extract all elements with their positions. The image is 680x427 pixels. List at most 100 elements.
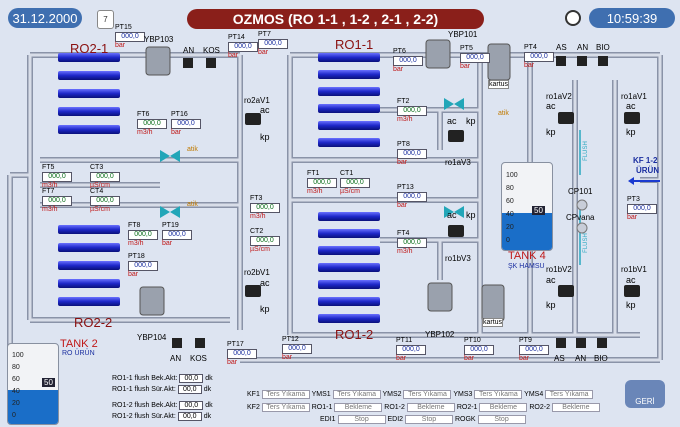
status-edi1[interactable]: Stop: [337, 415, 386, 424]
group-label-ro2-1: RO2-1: [70, 41, 109, 56]
cpvana-label: CPvana: [566, 213, 595, 222]
valve-kp-ro1bv2: kp: [546, 300, 556, 310]
motor-an-bottom[interactable]: [172, 338, 182, 348]
status-yms1[interactable]: Ters Yıkama: [332, 390, 381, 399]
status-yms2[interactable]: Ters Yıkama: [403, 390, 452, 399]
filter-kartus-bottom: [481, 284, 505, 322]
filter-kartus-top: [487, 43, 511, 81]
motor-an-right-top[interactable]: [577, 56, 587, 66]
pump-ybp102: [427, 282, 453, 312]
status-yms3[interactable]: Ters Yıkama: [474, 390, 523, 399]
valve-ro1bv1[interactable]: [624, 285, 640, 297]
motor-an-top[interactable]: [183, 58, 193, 68]
flush-value-4[interactable]: 00,0: [177, 412, 202, 421]
motor-label-kos-bottom: KOS: [190, 354, 207, 363]
motor-bio-bottom[interactable]: [597, 338, 607, 348]
status-ro1-2[interactable]: Bekleme: [406, 403, 455, 412]
valve-label-ro1av2: ro1aV2: [546, 92, 572, 101]
flush-label-bottom: FLUSH: [582, 233, 589, 253]
status-ro1-1[interactable]: Bekleme: [334, 403, 383, 412]
atik-label-2: atik: [187, 201, 198, 208]
back-button[interactable]: GERİ: [625, 380, 665, 408]
membrane-bank-ro1-2: [318, 212, 380, 323]
flush-value-3[interactable]: 00,0: [179, 401, 204, 410]
flush-value-1[interactable]: 00,0: [179, 374, 204, 383]
clock-icon[interactable]: [565, 10, 581, 26]
valve-ro1bv3[interactable]: [448, 225, 464, 237]
motor-bio-top[interactable]: [598, 56, 608, 66]
calendar-icon[interactable]: 7: [97, 10, 114, 29]
valve-ro1bv2[interactable]: [558, 285, 574, 297]
valve-ac-ro1av3: ac: [447, 116, 457, 126]
status-yms4[interactable]: Ters Yıkama: [545, 390, 594, 399]
membrane-bank-ro1-1: [318, 53, 380, 147]
valve-kp-ro1av2: kp: [546, 127, 556, 137]
valve-kp-ro1av1: kp: [626, 127, 636, 137]
valve-ro1av3[interactable]: [448, 130, 464, 142]
valve-ro1av1[interactable]: [624, 112, 640, 124]
valve-label-ro1bv2: ro1bV2: [546, 265, 572, 274]
flush-row-3: RO1-2 flush Bek.Akt: 00,0 dk: [112, 401, 213, 410]
valve-ac-ro1bv3: ac: [447, 210, 457, 220]
valve-kp-ro2av1: kp: [260, 132, 270, 142]
valve-ro1av2[interactable]: [558, 112, 574, 124]
date-display: 31.12.2000: [8, 8, 82, 28]
tank-4-water: [502, 213, 552, 250]
motor-an-right-bottom[interactable]: [576, 338, 586, 348]
page-title: OZMOS (RO 1-1 , 1-2 , 2-1 , 2-2): [187, 9, 484, 29]
membrane-bank-ro2-2: [58, 225, 120, 306]
status-ro2-1[interactable]: Bekleme: [479, 403, 528, 412]
motor-as-top[interactable]: [556, 56, 566, 66]
calendar-day: 7: [103, 15, 108, 24]
status-rogk[interactable]: Stop: [477, 415, 526, 424]
motor-kos-bottom[interactable]: [195, 338, 205, 348]
status-edi2[interactable]: Stop: [404, 415, 453, 424]
tank-2-water: [8, 390, 58, 424]
status-ro2-2[interactable]: Bekleme: [551, 403, 600, 412]
flush-label-top: FLUSH: [582, 141, 589, 161]
flush-value-2[interactable]: 00,0: [177, 385, 202, 394]
valve-ro2av1[interactable]: [245, 113, 261, 125]
status-kf2[interactable]: Ters Yıkama: [261, 403, 310, 412]
motor-as-bottom[interactable]: [556, 338, 566, 348]
motor-label-kos-top: KOS: [203, 46, 220, 55]
motor-kos-top[interactable]: [206, 58, 216, 68]
status-kf1[interactable]: Ters Yıkama: [261, 390, 310, 399]
status-row-3: EDI1 Stop EDI2 Stop ROGK Stop: [320, 415, 526, 424]
valve-kp-ro1av3: kp: [466, 116, 476, 126]
valve-ro2bv1[interactable]: [245, 285, 261, 297]
pump-ybp104: [139, 286, 165, 316]
